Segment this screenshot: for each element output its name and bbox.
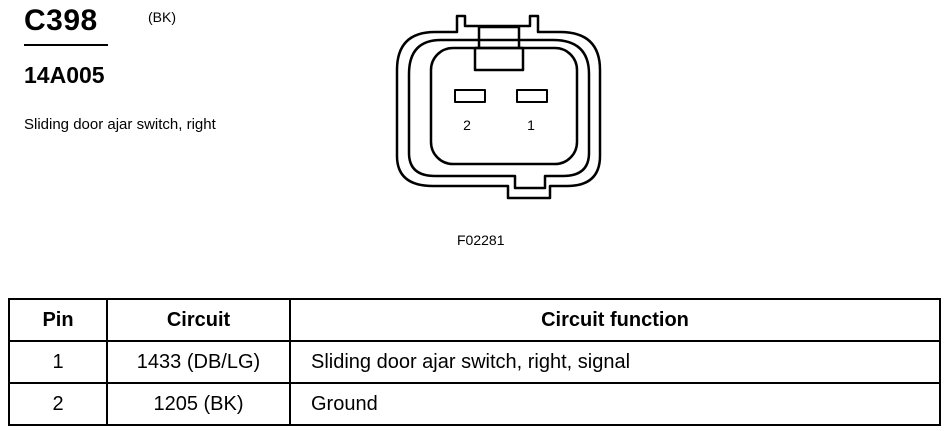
connector-inner-housing (407, 38, 591, 190)
connector-outer-housing (395, 14, 602, 200)
connector-color: (BK) (148, 9, 176, 25)
column-header-circuit-function: Circuit function (289, 298, 941, 342)
circuit-cell: 1205 (BK) (106, 382, 291, 426)
circuit-cell: 1433 (DB/LG) (106, 340, 291, 384)
connector-id: C398 (24, 4, 98, 37)
table-row: 2 1205 (BK) Ground (8, 382, 941, 426)
pin-cavity (429, 46, 579, 166)
connector-face-diagram: 2 1 (395, 14, 602, 200)
function-cell: Sliding door ajar switch, right, signal (289, 340, 941, 384)
latch-tab (477, 25, 521, 48)
table-header-row: Pin Circuit Circuit function (8, 298, 941, 342)
figure-code: F02281 (457, 232, 505, 248)
pin-cell: 2 (8, 382, 108, 426)
pin-cell: 1 (8, 340, 108, 384)
pin-1-label: 1 (527, 117, 535, 133)
connector-description: Sliding door ajar switch, right (24, 116, 216, 133)
connector-id-underline (24, 44, 108, 46)
part-number: 14A005 (24, 62, 105, 88)
pin-2-label: 2 (463, 117, 471, 133)
pinout-table: Pin Circuit Circuit function 1 1433 (DB/… (8, 298, 941, 426)
table-row: 1 1433 (DB/LG) Sliding door ajar switch,… (8, 340, 941, 384)
column-header-pin: Pin (8, 298, 108, 342)
function-cell: Ground (289, 382, 941, 426)
terminal-2 (454, 89, 486, 103)
column-header-circuit: Circuit (106, 298, 291, 342)
terminal-1 (516, 89, 548, 103)
